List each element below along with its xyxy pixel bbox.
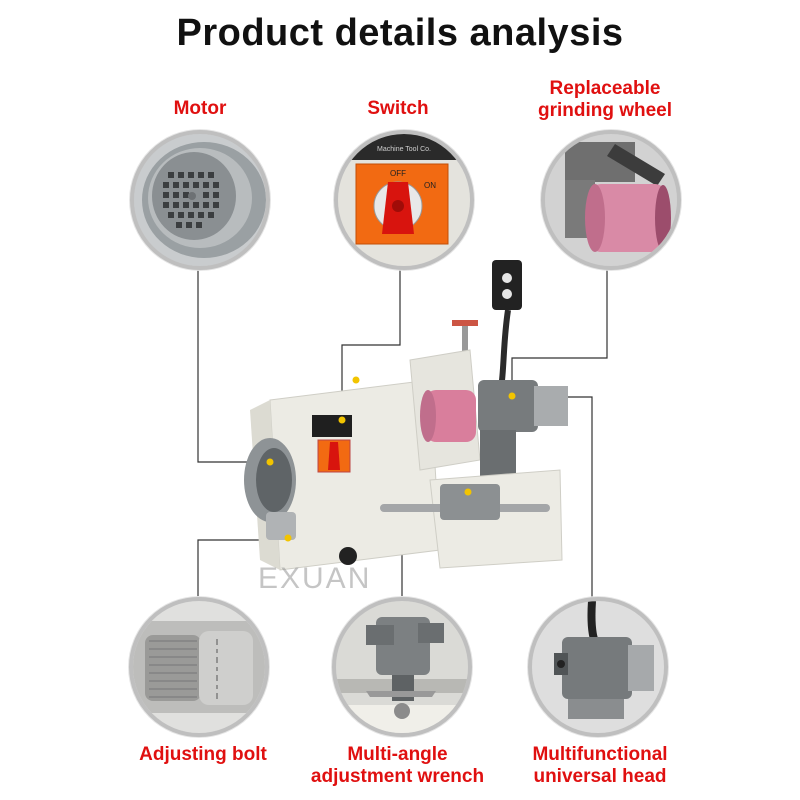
switch-detail-image: Machine Tool Co. OFF ON (334, 130, 474, 270)
universal-head-detail-image (528, 597, 668, 737)
bolt-label: Adjusting bolt (139, 744, 267, 765)
grinding-wheel-detail-image (541, 130, 681, 270)
wheel-label-line2: grinding wheel (537, 100, 673, 121)
page-title: Product details analysis (176, 12, 624, 54)
switch-panel-text: Machine Tool Co. (377, 146, 431, 153)
wheel-label-line1: Replaceable (549, 78, 661, 99)
adjustment-wrench-detail-image (332, 597, 472, 737)
head-label: Multifunctional universal head (510, 744, 690, 788)
switch-on-text: ON (424, 181, 436, 190)
adjusting-bolt-detail-image (129, 597, 269, 737)
grinder-machine-image (244, 260, 568, 571)
wrench-label-line1: Multi-angle (347, 744, 448, 765)
motor-label: Motor (173, 98, 227, 119)
switch-label: Switch (367, 98, 429, 119)
wheel-label: Replaceable grinding wheel (510, 78, 700, 122)
watermark-text: EXUAN (258, 562, 372, 595)
wrench-label-line2: adjustment wrench (310, 766, 485, 787)
head-label-line1: Multifunctional (532, 744, 668, 765)
head-label-line2: universal head (533, 766, 667, 787)
switch-off-text: OFF (390, 169, 406, 178)
motor-detail-image (130, 130, 270, 270)
wrench-label: Multi-angle adjustment wrench (295, 744, 500, 788)
